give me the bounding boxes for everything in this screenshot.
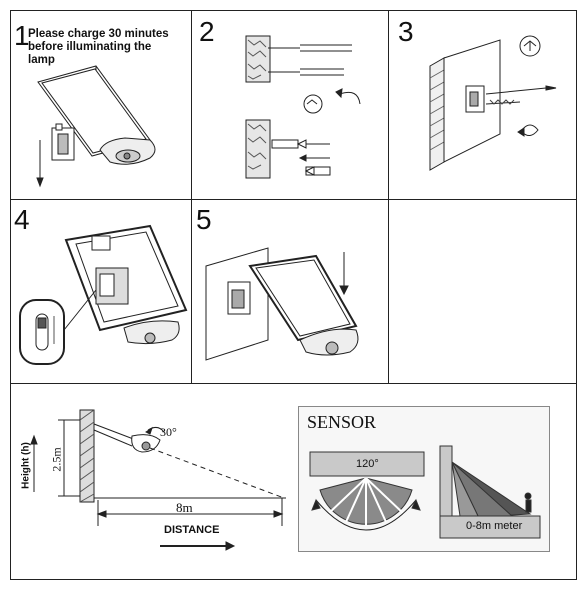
step-5-number: 5 — [196, 204, 212, 235]
distance-label: DISTANCE — [164, 524, 220, 536]
step-4-number: 4 — [14, 204, 30, 235]
step-1-caption: Please charge 30 minutes before illumina… — [28, 28, 169, 67]
empty-panel — [388, 199, 577, 384]
sensor-range-label: 0-8m meter — [466, 520, 523, 532]
step-1-number: 1 — [14, 20, 30, 51]
sensor-angle-label: 120° — [356, 458, 379, 470]
caption-line-3: lamp — [28, 54, 55, 66]
sensor-title: SENSOR — [307, 412, 377, 432]
step-3-number: 3 — [398, 16, 414, 47]
distance-value: 8m — [176, 500, 193, 515]
caption-line-1: Please charge 30 minutes — [28, 28, 169, 40]
step-2-number: 2 — [199, 16, 215, 47]
step-2-panel — [191, 10, 389, 200]
angle-label: 30° — [160, 425, 177, 439]
caption-line-2: before illuminating the — [28, 41, 152, 53]
